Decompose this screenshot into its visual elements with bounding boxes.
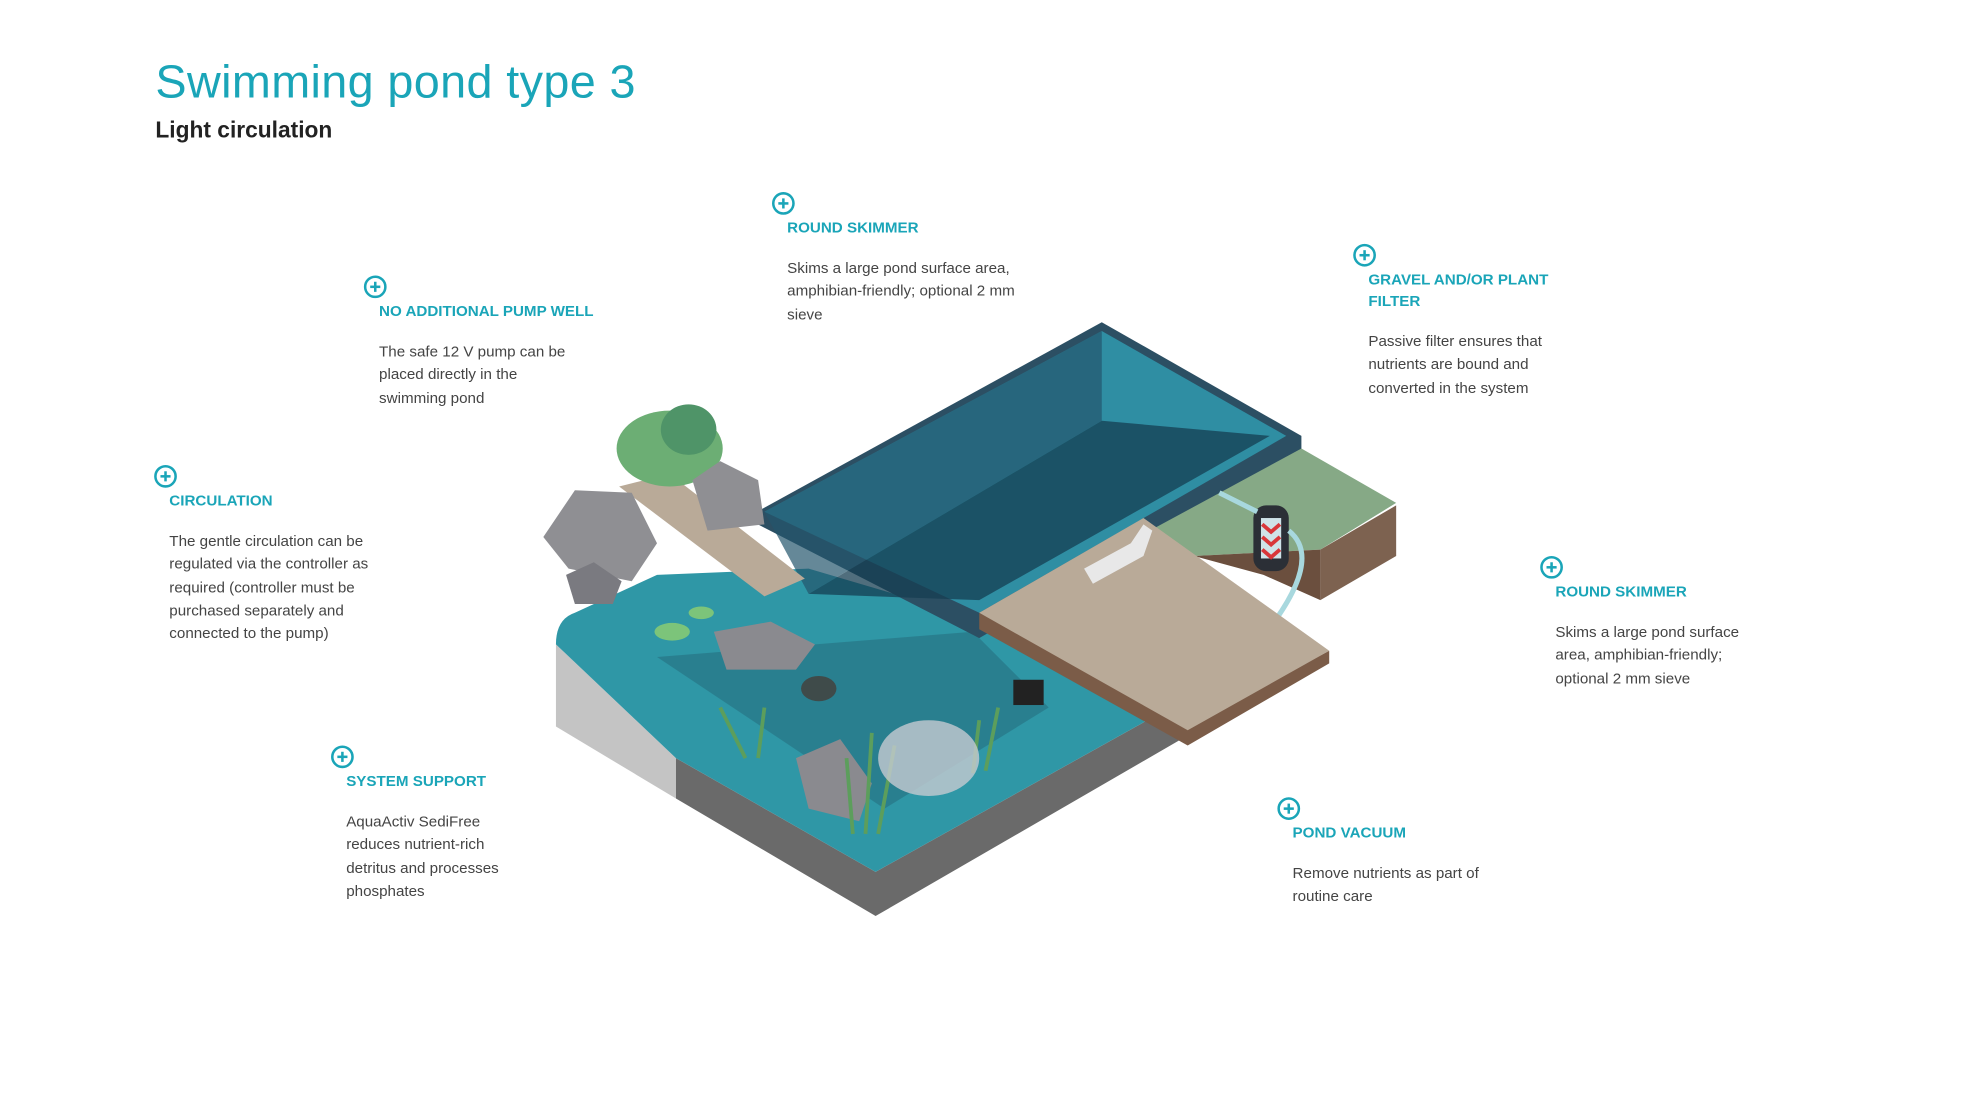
callout-round-skimmer-right: Round skimmer Skims a large pond surface… xyxy=(1540,555,1763,690)
callout-body: Remove nutrients as part of routine care xyxy=(1292,864,1479,906)
deck-side xyxy=(979,612,1330,746)
plus-icon[interactable] xyxy=(1540,555,1563,579)
callout-body: Skims a large pond surface area, amphibi… xyxy=(1555,622,1740,687)
swimming-pool-deep xyxy=(808,420,1270,601)
callout-system-support: System support AquaActiv SediFree reduce… xyxy=(331,745,523,903)
water-lily xyxy=(654,622,690,641)
callout-heading: Round skimmer xyxy=(1555,582,1687,601)
wooden-bridge xyxy=(619,473,805,597)
callout-body: The safe 12 V pump can be placed directl… xyxy=(379,342,566,407)
callout-heading: No additional pump well xyxy=(379,301,594,320)
skimmer xyxy=(1013,679,1044,706)
callout-heading: Gravel and/or plant filter xyxy=(1368,270,1549,310)
page-title: Swimming pond type 3 xyxy=(155,55,636,108)
plus-icon[interactable] xyxy=(363,275,387,299)
callout-heading: Pond vacuum xyxy=(1292,823,1406,842)
callout-no-additional-pump-well: No additional pump well The safe 12 V pu… xyxy=(363,275,600,410)
callout-gravel-plant-filter: Gravel and/or plant filter Passive filte… xyxy=(1353,243,1570,399)
callout-heading: Circulation xyxy=(169,491,273,510)
grass-block-top xyxy=(1149,448,1397,556)
callout-round-skimmer-top: Round skimmer Skims a large pond surface… xyxy=(771,192,1021,326)
callout-pond-vacuum: Pond vacuum Remove nutrients as part of … xyxy=(1277,797,1508,908)
gravel xyxy=(878,720,980,797)
callout-body: The gentle circulation can be regulated … xyxy=(169,531,369,643)
callout-body: AquaActiv SediFree reduces nutrient-rich… xyxy=(346,812,499,900)
page-subtitle: Light circulation xyxy=(155,117,333,143)
concrete-rim xyxy=(675,701,1182,917)
callout-body: Passive filter ensures that nutrients ar… xyxy=(1368,332,1542,397)
callout-body: Skims a large pond surface area, amphibi… xyxy=(787,259,1015,323)
plus-icon[interactable] xyxy=(331,745,354,769)
plus-icon[interactable] xyxy=(154,464,177,488)
callout-heading: Round skimmer xyxy=(787,218,919,237)
plus-icon[interactable] xyxy=(1277,797,1301,821)
sun-lounger xyxy=(1084,524,1153,584)
stone-in-water xyxy=(713,621,815,670)
soil-block-side xyxy=(1320,505,1397,601)
callout-heading: System support xyxy=(346,771,487,790)
pump xyxy=(801,675,837,702)
callout-circulation: Circulation The gentle circulation can b… xyxy=(154,464,390,645)
regeneration-zone-side xyxy=(555,644,676,799)
rock xyxy=(543,490,658,582)
hose xyxy=(1218,490,1305,621)
plus-icon[interactable] xyxy=(771,192,795,215)
plus-icon[interactable] xyxy=(1353,243,1376,267)
deck xyxy=(979,518,1330,731)
